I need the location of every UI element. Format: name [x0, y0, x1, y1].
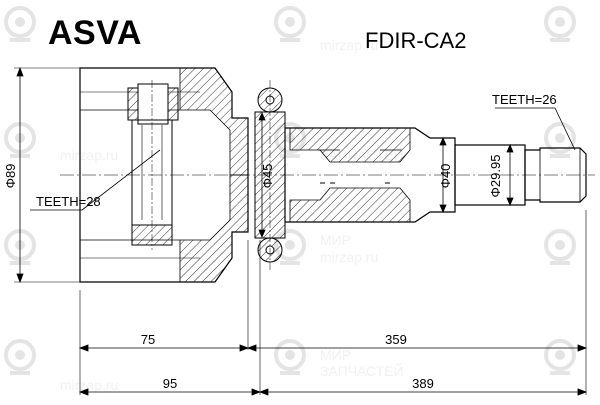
seal-collar	[254, 80, 286, 270]
dim-flange-diameter: Φ45	[260, 164, 275, 189]
watermark-line1: МИР	[320, 232, 351, 248]
watermark-line2: ЗАПЧАСТЕЙ	[320, 362, 404, 379]
dim-length-total-inner: 95	[163, 376, 177, 391]
watermark-site: mirzap.ru	[320, 37, 378, 53]
dim-spline-diameter: Φ29.95	[488, 155, 503, 198]
watermark-line1: МИР	[320, 347, 351, 363]
dim-shaft-diameter: Φ40	[438, 164, 453, 189]
part-number: FDIR-CA2	[365, 28, 467, 53]
drive-shaft	[284, 127, 587, 223]
dim-length-inner: 75	[141, 332, 155, 347]
watermark-site: mirzap.ru	[320, 249, 378, 265]
dimension-lines	[16, 66, 588, 396]
dim-inner-teeth: TEETH=28	[36, 194, 101, 209]
dim-length-total-shaft: 389	[412, 376, 434, 391]
extension-lines	[14, 67, 587, 395]
watermark-layer: mirzap.ru mirzap.ru МИР mirzap.ru ЗАПЧАС…	[4, 6, 576, 393]
dim-length-shaft: 359	[385, 332, 407, 347]
joint-housing	[79, 67, 249, 283]
dim-outer-diameter: Φ89	[3, 164, 18, 189]
watermark-site: mirzap.ru	[60, 147, 118, 163]
brand-logo-text: ASVA	[48, 14, 142, 52]
dim-outer-teeth: TEETH=26	[492, 92, 557, 107]
watermark-site: mirzap.ru	[60, 377, 118, 393]
